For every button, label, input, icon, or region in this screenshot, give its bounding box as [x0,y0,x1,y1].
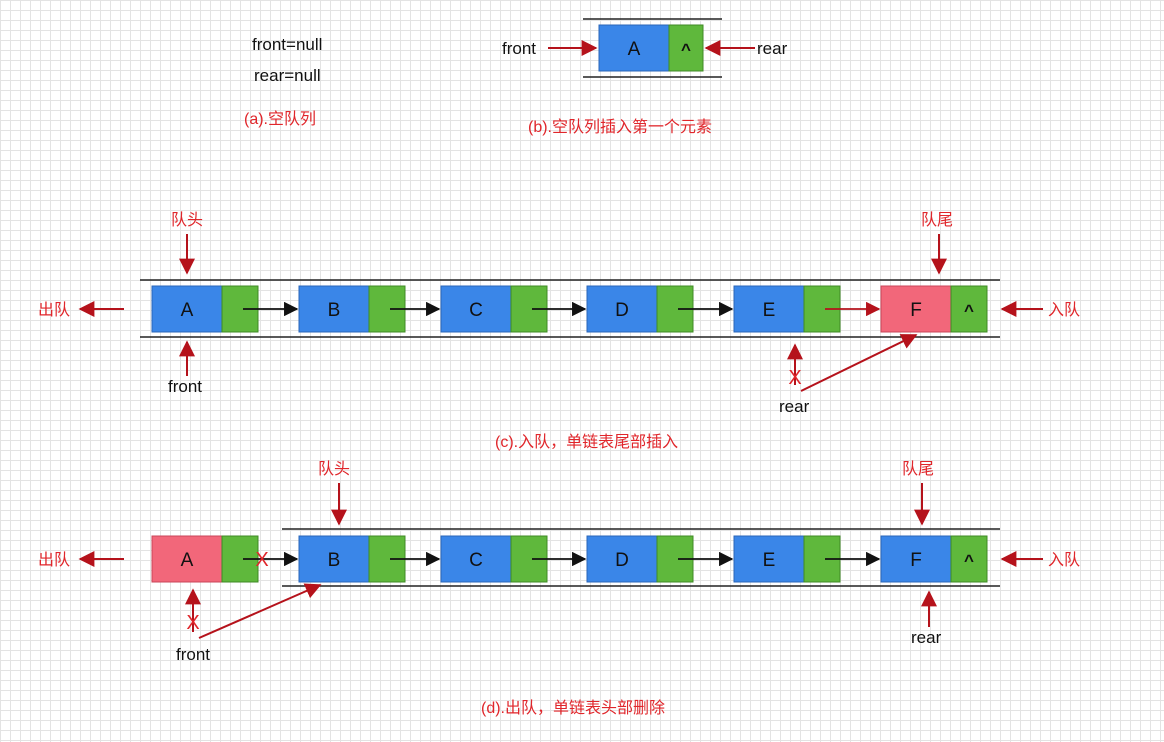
front-label-d: front [176,645,210,664]
null-pointer-b: ^ [681,40,691,59]
tail-label-d: 队尾 [902,460,934,478]
rear-label-d: rear [911,628,942,647]
caption-b: (b).空队列插入第一个元素 [528,118,712,136]
panel-d: A B C D E F ^ X 队头 队尾 出队 入队 [38,460,1080,717]
cross-mark-c: X [788,367,801,389]
node-c-label-c: C [469,300,483,321]
node-a-label-d: A [181,550,194,571]
node-d-label-c: D [615,300,629,321]
node-d-label-d: D [615,550,629,571]
node-a-data-b [598,24,670,72]
node-e-data-d [733,535,805,583]
caption-d: (d).出队，单链表头部删除 [481,699,665,717]
null-pointer-c: ^ [964,301,974,320]
dequeue-label-c: 出队 [38,301,70,319]
node-a-next-b [668,24,704,72]
node-d-data-d [586,535,658,583]
front-label-c: front [168,377,202,396]
node-f-next-c [950,285,988,333]
node-a-label-c: A [181,300,194,321]
rear-null-text: rear=null [254,66,321,85]
caption-c: (c).入队，单链表尾部插入 [495,433,678,451]
cross-mark-front-d: X [186,612,199,634]
front-null-text: front=null [252,35,322,54]
node-f-label-d: F [910,550,922,571]
new-rear-arrow-c [800,334,918,392]
rear-label-b: rear [757,39,788,58]
node-e-data-c [733,285,805,333]
node-f-data-c [880,285,952,333]
node-d-data-c [586,285,658,333]
panel-b: A ^ front rear (b).空队列插入第一个元素 [502,18,788,136]
rear-label-c: rear [779,397,810,416]
cross-mark-link-d: X [255,549,268,571]
node-b-data-c [298,285,370,333]
head-label-d: 队头 [318,460,350,478]
node-e-label-d: E [763,550,776,571]
dequeue-label-d: 出队 [38,551,70,569]
new-front-arrow-d [198,583,322,639]
node-c-data-c [440,285,512,333]
enqueue-label-c: 入队 [1048,301,1080,319]
caption-a: (a).空队列 [244,110,316,128]
node-f-data-d [880,535,952,583]
panel-c: A B C D E F ^ 队头 队尾 出队 入队 f [38,211,1080,451]
node-b-label-c: B [328,300,341,321]
node-c-label-d: C [469,550,483,571]
node-f-next-d [950,535,988,583]
node-a-label-b: A [628,39,641,60]
enqueue-label-d: 入队 [1048,551,1080,569]
head-label-c: 队头 [171,211,203,229]
node-a-data-d [151,535,223,583]
tail-label-c: 队尾 [921,211,953,229]
null-pointer-d: ^ [964,551,974,570]
node-b-label-d: B [328,550,341,571]
node-f-label-c: F [910,300,922,321]
node-e-label-c: E [763,300,776,321]
front-label-b: front [502,39,536,58]
